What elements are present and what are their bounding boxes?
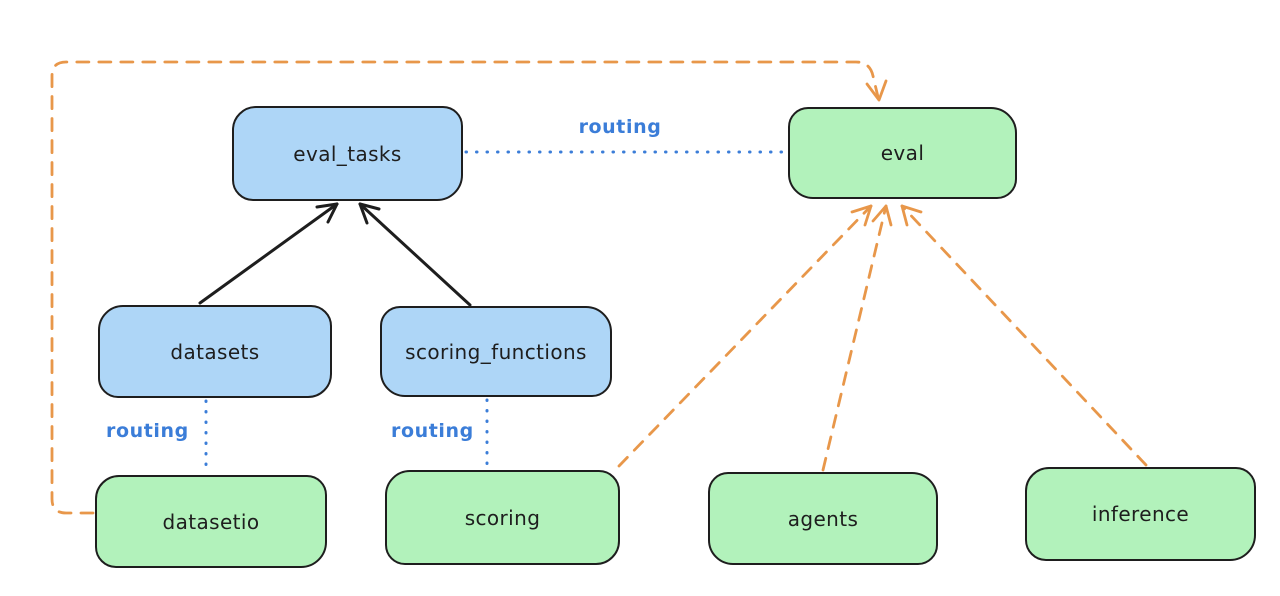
node-eval-tasks-label: eval_tasks — [293, 141, 402, 166]
node-inference-label: inference — [1091, 502, 1190, 526]
edge-datasets-to-eval-tasks — [198, 202, 339, 305]
node-datasetio: datasetio — [95, 475, 327, 568]
node-datasets-label: datasets — [170, 339, 260, 364]
node-datasetio-label: datasetio — [162, 509, 260, 534]
edge-agents-to-eval — [821, 204, 893, 472]
routing-label-eval-tasks-eval: routing — [578, 116, 662, 138]
node-scoring-label: scoring — [464, 505, 541, 530]
edge-scoring-to-eval — [617, 204, 873, 468]
routing-label-datasets-datasetio: routing — [106, 420, 189, 442]
node-agents-label: agents — [787, 506, 859, 531]
node-inference: inference — [1025, 467, 1256, 561]
edge-inference-to-eval — [900, 204, 1148, 467]
edge-scoring-functions-to-eval-tasks — [358, 202, 472, 307]
node-eval-label: eval — [880, 141, 925, 165]
node-scoring-functions-label: scoring_functions — [405, 339, 587, 364]
node-datasets: datasets — [98, 305, 332, 398]
node-agents: agents — [708, 472, 938, 565]
node-scoring: scoring — [385, 470, 620, 565]
routing-label-scoring-functions-scoring: routing — [391, 420, 474, 442]
node-eval-tasks: eval_tasks — [232, 106, 463, 201]
node-eval: eval — [788, 107, 1017, 199]
node-scoring-functions: scoring_functions — [380, 306, 612, 397]
edge-datasetio-to-eval — [50, 60, 888, 515]
